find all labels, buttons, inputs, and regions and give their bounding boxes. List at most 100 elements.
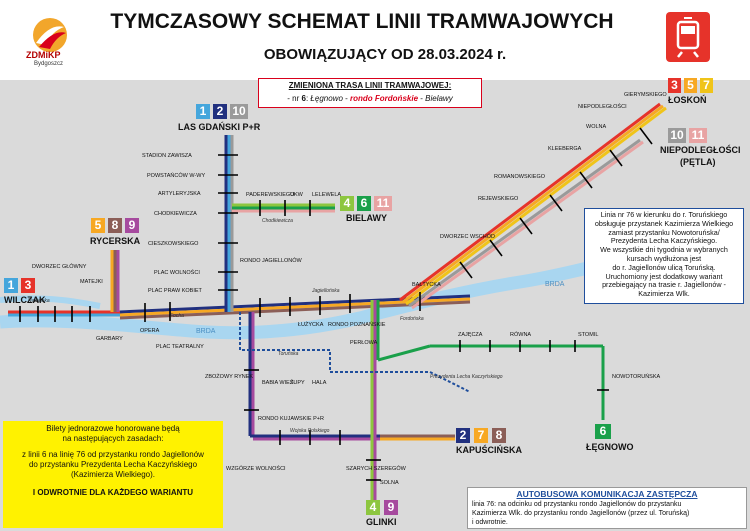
line-badge-11: 11 (374, 196, 392, 211)
stop-artyleryjska: ARTYLERYJSKA (158, 191, 201, 197)
notice-76-line: przebiegający na trasie r. Jagiellonów - (602, 280, 726, 290)
stop-solna: SOLNA (380, 480, 399, 486)
stop-zajecza: ZAJĘCZA (458, 332, 483, 338)
stop-perlowa: PERŁOWA (350, 340, 378, 346)
bus-notice-title: AUTOBUSOWA KOMUNIKACJA ZASTĘPCZA (516, 489, 698, 499)
stop-dworzec-wschod: DWORZEC WSCHÓD (440, 233, 495, 240)
legnowo-branch (376, 300, 605, 420)
notice-76-line: zamiast przystanku Nowotoruńska/ (608, 227, 720, 237)
street-chodkiewicza: Chodkiewicza (262, 218, 293, 224)
stop-rondo-jagiellonow: RONDO JAGIELLONÓW (240, 257, 303, 264)
bus-notice-body: linia 76: na odcinku od przystanku rondo… (472, 501, 690, 526)
stop-luzycka: ŁUŻYCKA (298, 321, 324, 328)
notice-changed-route: ZMIENIONA TRASA LINII TRAMWAJOWEJ: - nr … (258, 78, 482, 108)
stop-paderewskiego: PADEREWSKIEGO (246, 192, 295, 198)
bus-76-route (239, 312, 471, 393)
river-brda-west (0, 295, 101, 309)
stop-lelewela: LELEWELA (312, 192, 341, 198)
stop-kleeberga: KLEEBERGA (548, 146, 582, 152)
street-kaczynskiego: Prezydenta Lecha Kaczyńskiego (430, 374, 503, 380)
line-badge-7: 7 (700, 78, 713, 93)
stop-dworzec-glowny: DWORZEC GŁÓWNY (32, 263, 87, 270)
stop-cieszkowskiego: CIESZKOWSKIEGO (148, 241, 199, 247)
stop-szarych-szeregow: SZARYCH SZEREGÓW (346, 465, 407, 472)
stop-garbary: GARBARY (96, 336, 123, 342)
stop-ticks (19, 127, 653, 481)
street-nakielska: Nakielska (28, 298, 50, 304)
line-badge-8: 8 (492, 428, 506, 443)
notice-76-line: do r. Jagiellonów ulicą Toruńską. (612, 262, 716, 272)
line-badge-11: 11 (689, 128, 707, 143)
river-label-east: BRDA (545, 281, 565, 288)
line-badge-9: 9 (125, 218, 139, 233)
notice-changed-route-text: - nr 6: Łęgnowo - rondo Fordońskie - Bie… (287, 94, 453, 103)
river-label-west: BRDA (196, 328, 216, 335)
river-brda (0, 255, 621, 340)
terminal-name: KAPUŚCIŃSKA (456, 445, 523, 455)
notice-line-76: Linia nr 76 w kierunku do r. Toruńskiego… (584, 208, 744, 304)
stop-wzgorze-wolnosci: WZGÓRZE WOLNOŚCI (226, 464, 286, 472)
street-wojska-polskiego: Wojska Polskiego (290, 428, 330, 434)
rycerska-branch (110, 250, 120, 312)
stop-babia-wies: BABIA WIEŚ (262, 378, 294, 386)
terminal-name: BIELAWY (346, 213, 388, 223)
terminal-subname: (PĘTLA) (680, 157, 716, 167)
line-badge-8: 8 (108, 218, 122, 233)
tickets-line: Bilety jednorazowe honorowane będą (46, 424, 180, 433)
line-badge-4: 4 (340, 196, 354, 211)
notice-76-line: We wszystkie dni tygodnia w wybranych (600, 245, 728, 255)
stop-plac-wolnosci: PLAC WOLNOŚCI (154, 268, 200, 276)
line-badge-3: 3 (21, 278, 35, 293)
stop-plac-praw-kobiet: PLAC PRAW KOBIET (148, 288, 203, 294)
notice-76-line: Linia nr 76 w kierunku do r. Toruńskiego (600, 210, 728, 219)
line-badge-6: 6 (357, 196, 371, 211)
line-badge-6: 6 (595, 424, 611, 439)
street-labels: Nakielska Focha Jagiellońska Fordońska T… (28, 218, 503, 434)
bielawy-branch (232, 203, 335, 213)
north-branch (224, 135, 234, 312)
line-badge-5: 5 (91, 218, 105, 233)
stop-stomil: STOMIL (578, 332, 598, 338)
zdmikp-logo (33, 18, 67, 52)
line-badge-2: 2 (213, 104, 227, 119)
line-badge-7: 7 (474, 428, 488, 443)
terminal-name: LAS GDAŃSKI P+R (178, 122, 261, 132)
tickets-line-bold: I ODWROTNIE DLA KAŻDEGO WARIANTU (32, 488, 194, 497)
terminal-name: RYCERSKA (90, 236, 141, 246)
stop-rowna: RÓWNA (510, 331, 531, 338)
terminal-name: NIEPODLEGŁOŚCI (660, 145, 741, 155)
notice-76-line: Kazimierza Wlk. (638, 289, 690, 299)
notice-changed-title: ZMIENIONA TRASA LINII TRAMWAJOWEJ: (288, 81, 452, 90)
tickets-line: (Kazimierza Wielkiego). (70, 470, 156, 479)
line-badge-2: 2 (456, 428, 470, 443)
southwest-branch (248, 312, 455, 441)
terminal-name: ŁOSKOŃ (668, 95, 707, 105)
notice-76-line: kursach wydłużona jest (626, 253, 702, 263)
stop-romanowskiego: ROMANOWSKIEGO (494, 174, 546, 180)
stop-chodkiewicza: CHODKIEWICZA (154, 211, 197, 217)
stop-rondo-kujawskie: RONDO KUJAWSKIE P+R (258, 416, 324, 422)
line-badge-1: 1 (4, 278, 18, 293)
logo-name: ZDMiKP (26, 50, 61, 60)
street-torunska: Toruńska (278, 351, 299, 357)
notice-76-line: Prezydenta Lecha Kaczyńskiego. (610, 236, 718, 246)
terminal-name: WILCZAK (4, 295, 46, 305)
stop-labels: STADION ZAWISZA POWSTAŃCÓW W-WY ARTYLERY… (32, 92, 667, 486)
line-badge-3: 3 (668, 78, 681, 93)
notice-76-line: obsługuje przystanek Kazimierza Wielkieg… (594, 218, 734, 228)
stop-baltycka: BAŁTYCKA (412, 282, 441, 288)
logo-city: Bydgoszcz (34, 61, 64, 67)
terminal-name: GLINKI (366, 517, 397, 527)
stop-zupy: ŻUPY (290, 379, 305, 386)
line-badge-9: 9 (384, 500, 398, 515)
glinki-branch (370, 300, 377, 500)
line-badge-10: 10 (668, 128, 686, 143)
tickets-line: do przystanku Prezydenta Lecha Kaczyński… (28, 460, 198, 469)
stop-hala: HALA (312, 380, 327, 386)
stop-stadion-zawisza: STADION ZAWISZA (142, 153, 192, 159)
line-badge-1: 1 (196, 104, 210, 119)
line-badge-5: 5 (684, 78, 697, 93)
tram-icon (666, 12, 710, 62)
